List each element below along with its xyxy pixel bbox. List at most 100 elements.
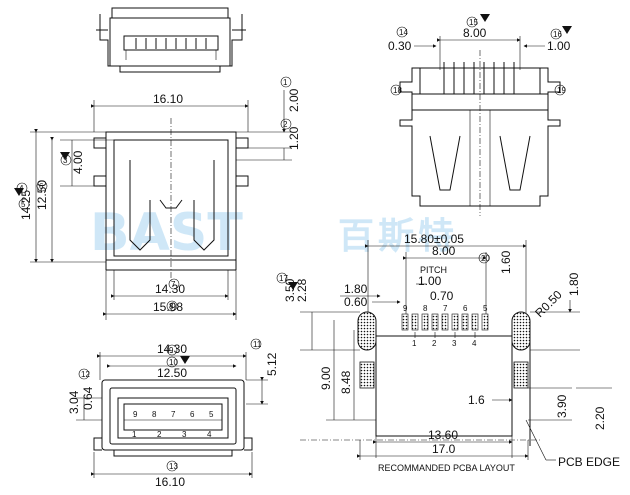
svg-text:6: 6: [39, 182, 44, 191]
pcb-layout: 15.80±0.05 8.00 PITCH 1.00 0.70 1.80 0.6…: [283, 232, 620, 473]
svg-text:9: 9: [403, 304, 408, 313]
dim-layout-pitch8: 8.00: [432, 244, 456, 258]
dim-layout-180l: 1.80: [344, 282, 368, 296]
dim-layout-228: 2.28: [295, 278, 309, 302]
dim-layout-848: 8.48: [339, 370, 353, 394]
dim-layout-total: 15.80±0.05: [404, 232, 464, 246]
callout-bubble: 9: [166, 344, 178, 356]
rear-pins: [135, 38, 207, 49]
svg-text:7: 7: [443, 304, 448, 313]
svg-text:19: 19: [557, 86, 566, 95]
svg-text:3: 3: [63, 156, 68, 165]
front-view: 14.30 12.50 9 8 7 6 5 1 2 3 4 5.12 3: [67, 342, 279, 489]
svg-text:8: 8: [152, 410, 157, 419]
dim-layout-060: 0.60: [344, 295, 368, 309]
layout-pins-bottom: 1 2 3 4: [412, 339, 477, 348]
watermark: BAST 百斯特: [90, 203, 458, 263]
dim-top-bottom-a: 14.30: [155, 282, 185, 296]
svg-text:14: 14: [399, 28, 408, 37]
callout-bubble: 7: [168, 278, 180, 290]
svg-text:9: 9: [169, 346, 174, 355]
front-pins-bottom: 1 2 3 4: [132, 430, 212, 439]
callout-bubble: 20: [478, 252, 490, 264]
callout-bubble: 6: [36, 180, 48, 192]
svg-text:9: 9: [133, 410, 138, 419]
svg-text:1: 1: [132, 430, 137, 439]
dim-top-left-b: 14.25: [19, 190, 33, 220]
rear-view: [96, 7, 246, 73]
svg-text:1: 1: [283, 78, 288, 87]
svg-text:5: 5: [21, 200, 26, 209]
svg-text:1: 1: [412, 339, 417, 348]
callout-bubble: 1: [280, 76, 292, 88]
callout-bubble: 17: [276, 272, 288, 284]
dim-layout-070: 0.70: [430, 289, 454, 303]
callout-bubble: 13: [166, 460, 178, 472]
dim-front-top-a: 14.30: [157, 342, 187, 356]
dim-front-top-b: 12.50: [157, 366, 187, 380]
svg-text:8: 8: [169, 302, 174, 311]
dim-layout-390: 3.90: [555, 394, 569, 418]
dim-layout-r050: R0.50: [532, 287, 565, 320]
svg-text:6: 6: [190, 410, 195, 419]
dim-layout-1360: 13.60: [428, 428, 458, 442]
dim-layout-900: 9.00: [319, 366, 333, 390]
callout-bubble: 5: [18, 198, 30, 210]
signal-pads: [401, 313, 489, 331]
dim-front-right: 5.12: [265, 352, 279, 376]
svg-text:13: 13: [169, 462, 178, 471]
watermark-chinese: 百斯特: [338, 216, 458, 257]
watermark-latin: BAST: [90, 203, 243, 263]
svg-text:7: 7: [171, 410, 176, 419]
mount-pad-right: [511, 311, 531, 351]
svg-text:15: 15: [469, 18, 478, 27]
svg-text:2: 2: [157, 430, 162, 439]
svg-text:2: 2: [432, 339, 437, 348]
callout-bubble: 8: [166, 300, 178, 312]
dim-front-left-b: 0.64: [81, 386, 95, 410]
svg-text:10: 10: [169, 358, 178, 367]
dim-side-top-right: 1.00: [547, 39, 571, 53]
side-pins: [443, 62, 515, 94]
svg-text:6: 6: [463, 304, 468, 313]
ground-pad-right: [513, 361, 529, 389]
label-pcb-edge: PCB EDGE: [558, 455, 620, 469]
svg-text:8: 8: [423, 304, 428, 313]
callout-bubble: 16: [550, 28, 562, 40]
svg-text:12: 12: [81, 370, 90, 379]
callout-bubble: 19: [554, 84, 566, 96]
svg-text:4: 4: [472, 339, 477, 348]
svg-text:7: 7: [171, 280, 176, 289]
callout-bubble: 12: [78, 368, 90, 380]
callout-bubble: 2: [280, 118, 292, 130]
front-pins-top: 9 8 7 6 5: [133, 410, 214, 419]
callout-bubble: 11: [250, 338, 262, 350]
dim-front-left-a: 3.04: [67, 390, 81, 414]
svg-text:11: 11: [253, 340, 262, 349]
dim-layout-220: 2.20: [593, 406, 607, 430]
svg-text:3: 3: [182, 430, 187, 439]
svg-text:5: 5: [483, 304, 488, 313]
dim-top-width: 16.10: [153, 92, 183, 106]
callout-bubble: 18: [390, 84, 402, 96]
dim-layout-170: 17.0: [432, 442, 456, 456]
dim-top-left-a: 4.00: [71, 150, 85, 174]
ground-pad-left: [359, 361, 375, 389]
svg-text:20: 20: [481, 254, 490, 263]
callouts: 1 2 3 4 5 6 7 8 9 10 11 12 13 14 15 16 1…: [14, 14, 572, 472]
top-view: 16.10 2.00 1.20 14.25 12.50 4.00: [19, 88, 301, 320]
dim-top-right-a: 2.00: [287, 88, 301, 112]
svg-text:16: 16: [553, 30, 562, 39]
callout-bubble: 15: [466, 16, 478, 28]
mount-pad-left: [357, 311, 377, 351]
dim-layout-180r: 1.80: [567, 272, 581, 296]
dim-layout-16: 1.6: [468, 393, 485, 407]
side-view: 8.00 0.30 1.00: [388, 26, 571, 216]
svg-text:3: 3: [452, 339, 457, 348]
svg-text:17: 17: [279, 274, 288, 283]
dim-layout-160: 1.60: [499, 250, 513, 274]
dim-side-top-mid: 8.00: [463, 26, 487, 40]
svg-text:4: 4: [207, 430, 212, 439]
dim-top-right-b: 1.20: [287, 126, 301, 150]
dim-layout-pitch: 1.00: [418, 274, 442, 288]
